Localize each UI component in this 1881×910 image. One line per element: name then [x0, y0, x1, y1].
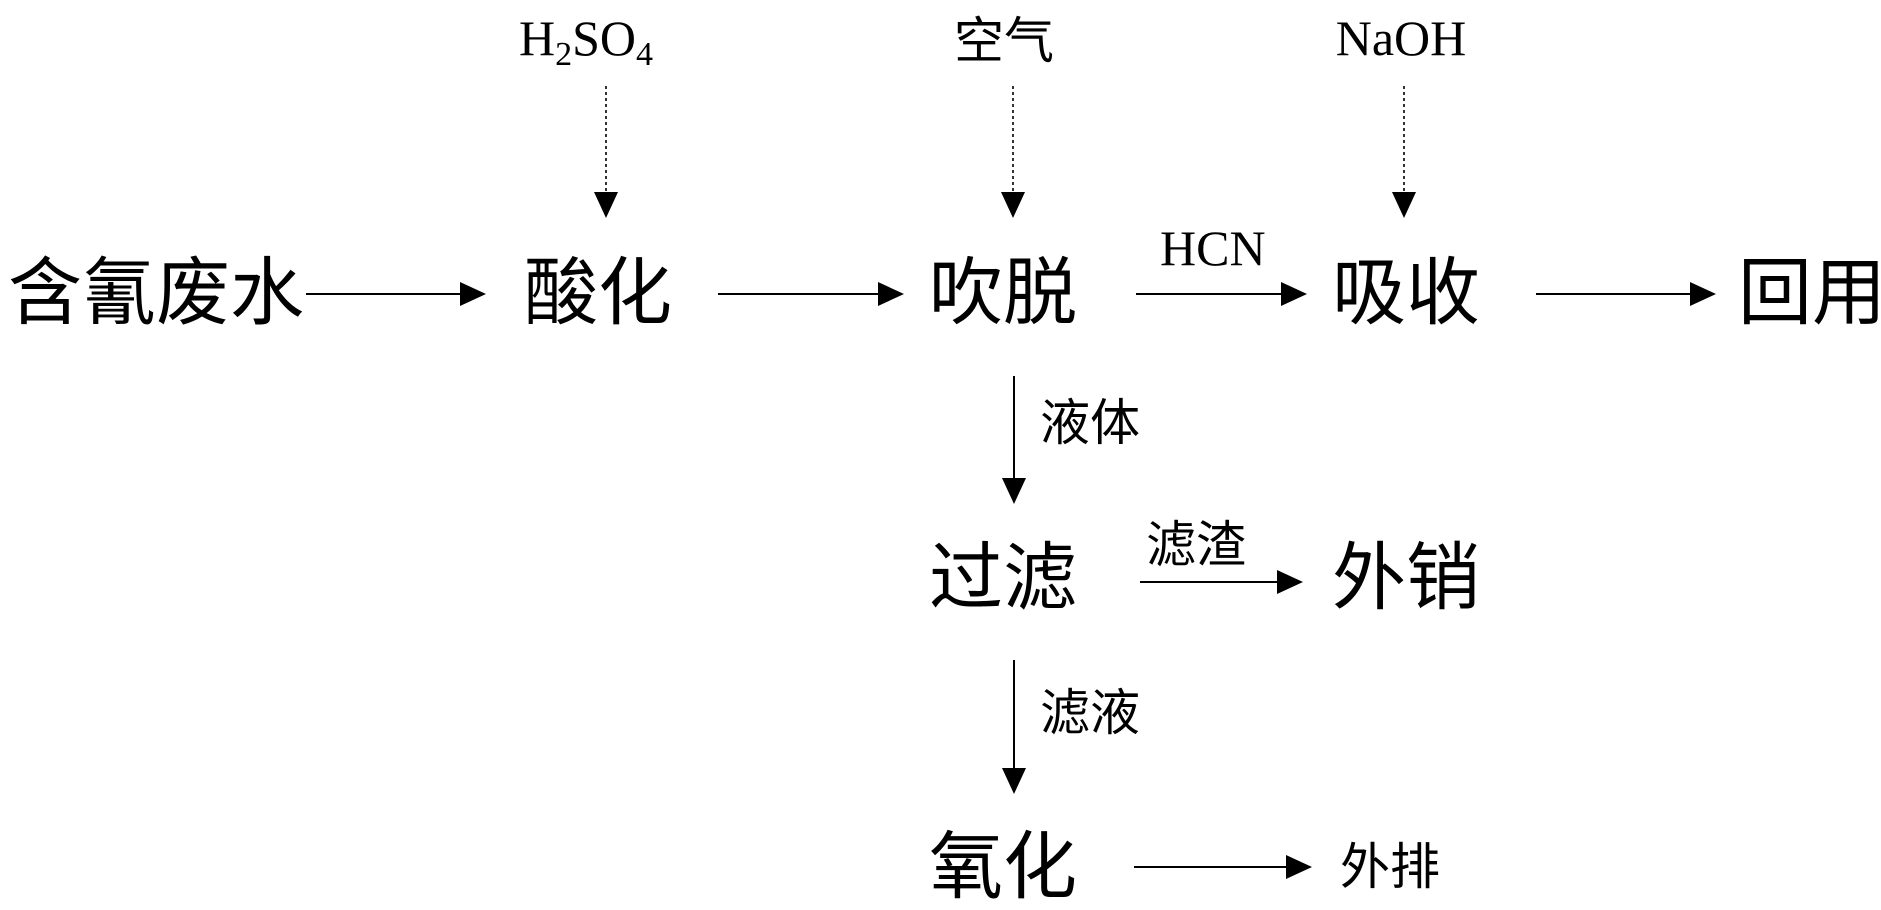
node-cyanide-wastewater: 含氰废水: [8, 250, 304, 336]
arrow-feed-to-acidify: [306, 282, 486, 306]
arrow-filter-to-sell: [1140, 570, 1303, 594]
arrow-strip-to-filter: [1002, 376, 1026, 504]
dotted-arrow-air: [1001, 86, 1025, 218]
arrow-strip-to-absorb: [1136, 282, 1307, 306]
node-oxidation: 氧化: [929, 824, 1077, 910]
node-reuse: 回用: [1738, 250, 1881, 336]
label-filter-residue: 滤渣: [1146, 516, 1246, 574]
label-hcn: HCN: [1160, 220, 1266, 276]
node-acidification: 酸化: [524, 250, 672, 336]
label-filtrate: 滤液: [1040, 684, 1140, 742]
node-filtration: 过滤: [929, 535, 1077, 621]
arrow-oxidize-to-discharge: [1134, 855, 1312, 879]
node-absorption: 吸收: [1332, 250, 1480, 336]
dotted-arrow-base: [1392, 86, 1416, 218]
node-stripping: 吹脱: [929, 250, 1077, 336]
node-external-sale: 外销: [1332, 535, 1480, 621]
reagent-sulfuric-acid: H2SO4: [519, 10, 653, 73]
reagent-sodium-hydroxide: NaOH: [1336, 10, 1467, 66]
label-liquid: 液体: [1040, 394, 1140, 452]
node-discharge: 外排: [1340, 838, 1440, 896]
reagent-air: 空气: [954, 13, 1054, 69]
dotted-arrow-acid: [594, 86, 618, 218]
arrow-filter-to-oxidize: [1002, 660, 1026, 794]
arrow-absorb-to-reuse: [1536, 282, 1716, 306]
arrow-acidify-to-strip: [718, 282, 904, 306]
